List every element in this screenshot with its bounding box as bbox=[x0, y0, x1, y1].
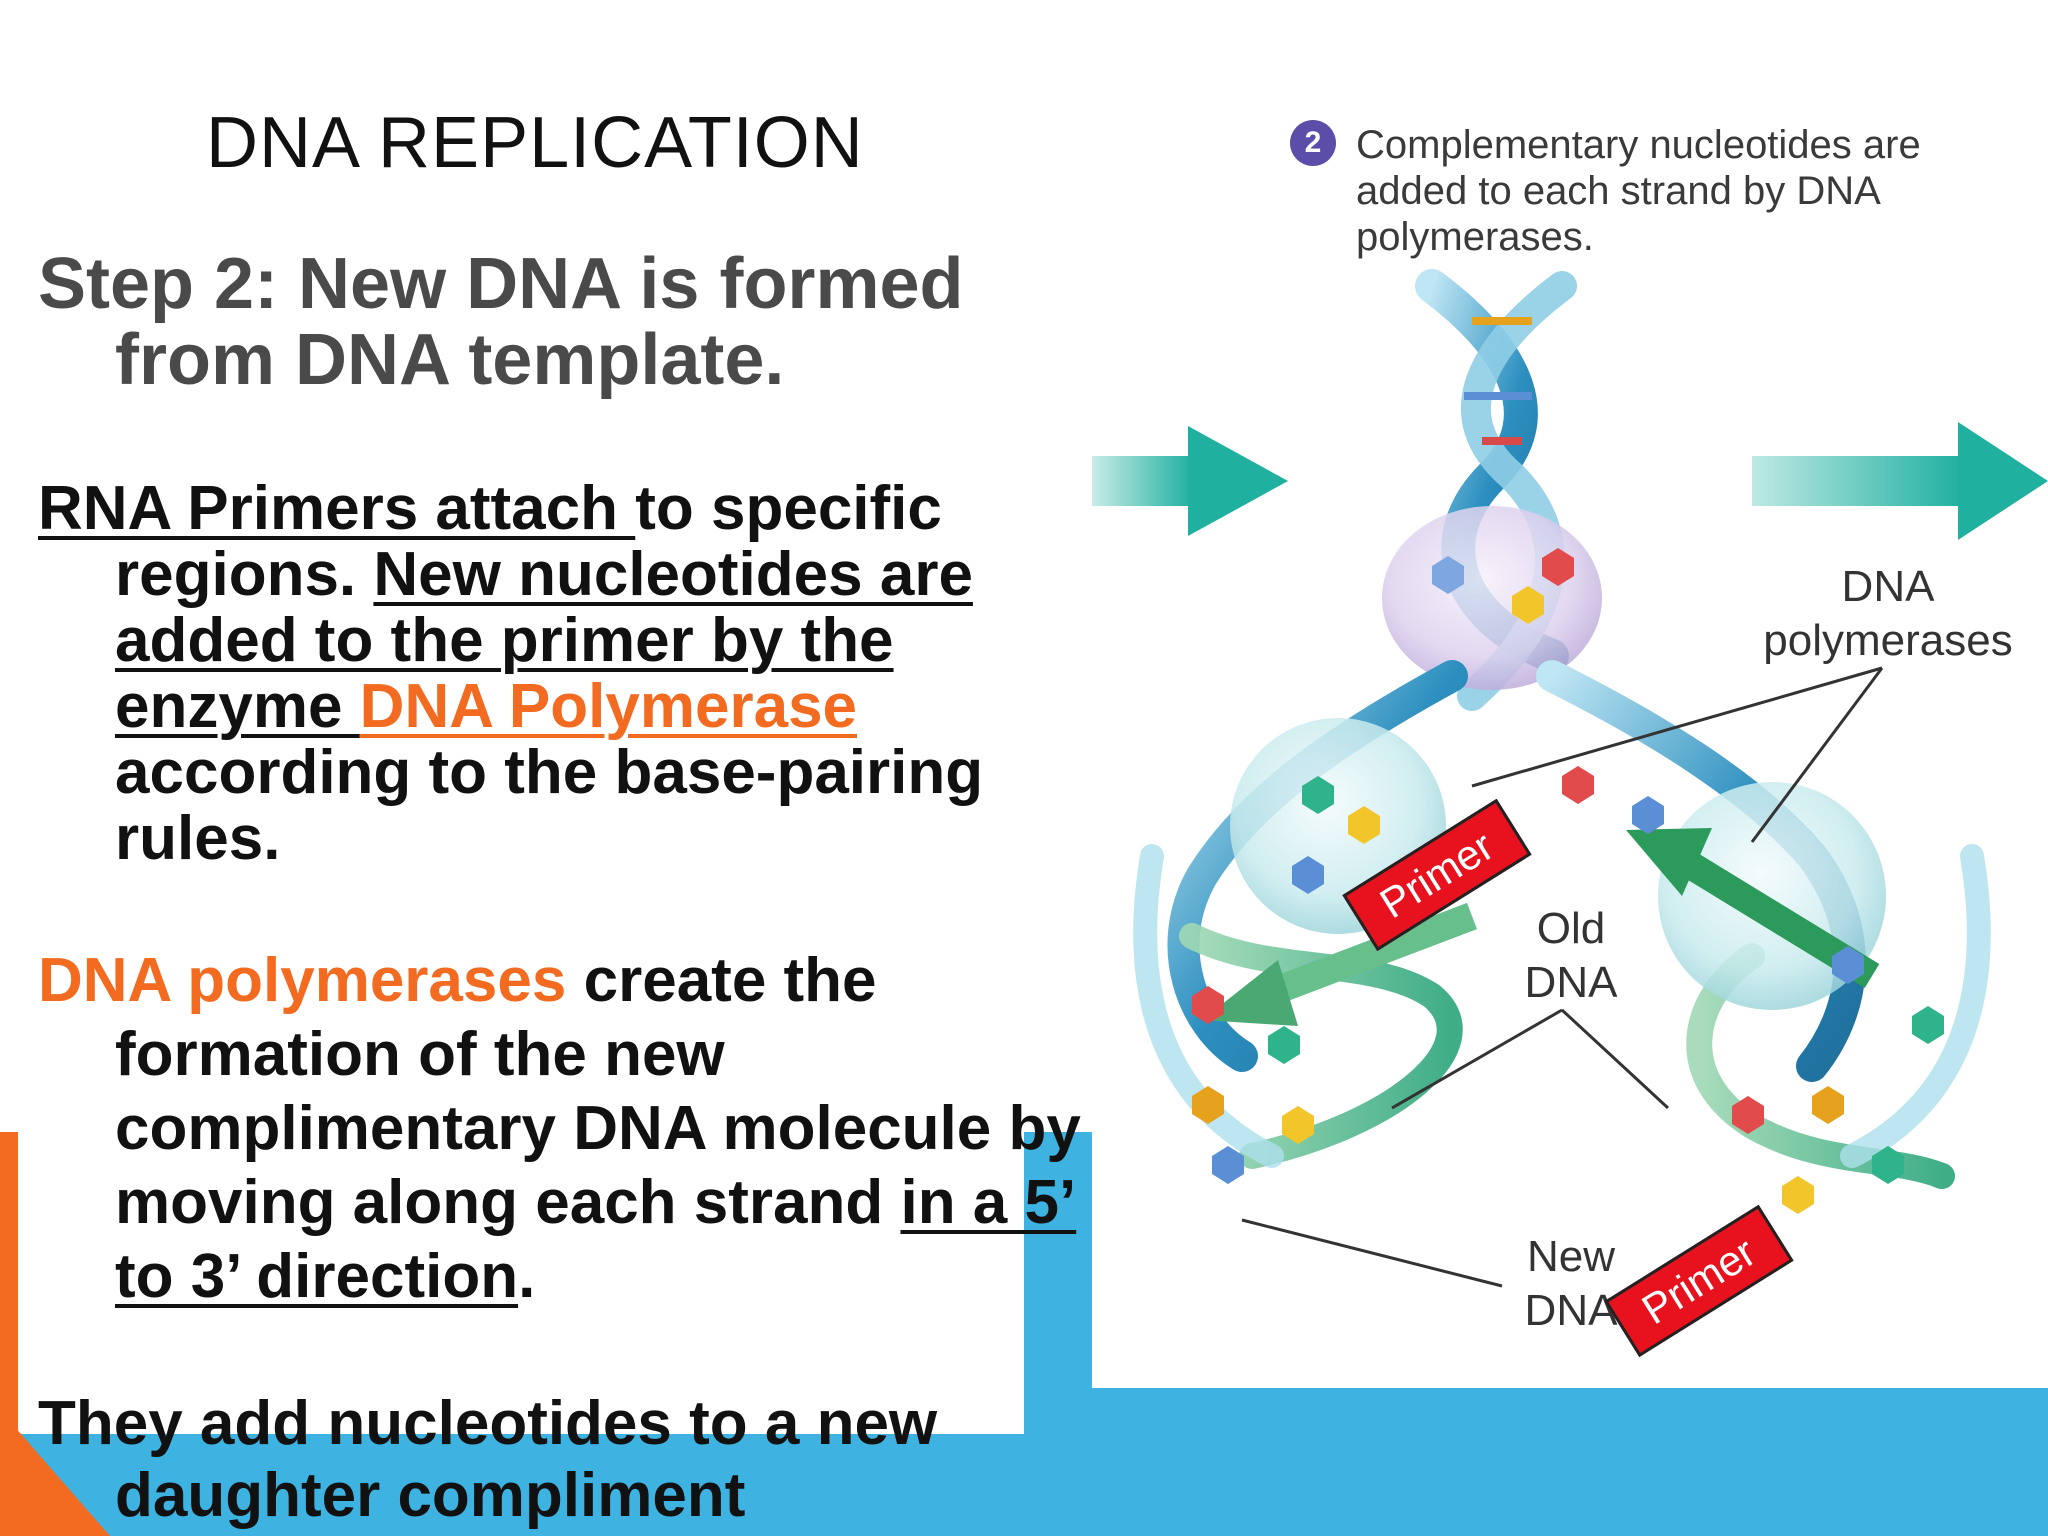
paragraph-add-nucleotides: They add nucleotides to a new daughter c… bbox=[38, 1389, 938, 1530]
right-direction-arrow bbox=[1752, 422, 2048, 540]
helicase-bases bbox=[1432, 548, 1574, 624]
paragraph-polymerases: DNA polymerases create the formation of … bbox=[38, 944, 1105, 1314]
dna-polymerases-term: DNA polymerases bbox=[38, 946, 567, 1015]
new-nucleotides-text: New nucleotides are added to the primer … bbox=[115, 540, 973, 741]
label-leader-lines bbox=[1241, 666, 1884, 1288]
orange-corner-triangle bbox=[0, 1410, 110, 1536]
dna-polymerase-term: DNA Polymerase bbox=[359, 672, 858, 741]
step-heading: Step 2: New DNA is formed from DNA templ… bbox=[38, 244, 964, 400]
dna-polymerases-label: DNA polymerases bbox=[1763, 562, 2013, 665]
slide-title: DNA REPLICATION bbox=[206, 103, 864, 183]
new-dna-label: New DNA bbox=[1524, 1232, 1618, 1335]
formation-text: create the formation of the new complime… bbox=[115, 946, 1081, 1237]
synthesis-arrow-left bbox=[1202, 902, 1477, 1026]
dna-helix-illustration bbox=[1092, 269, 2048, 1288]
helicase-enzyme bbox=[1382, 506, 1602, 690]
left-direction-arrow bbox=[1092, 426, 1288, 536]
orange-accent-strip bbox=[0, 1132, 18, 1432]
step-number-badge: 2 bbox=[1290, 120, 1336, 166]
direction-text: in a 5’ to 3’ direction bbox=[115, 1168, 1077, 1311]
old-dna-label: Old DNA bbox=[1524, 904, 1618, 1007]
dna-replication-figure: 2 Complementary nucleotides are added to… bbox=[1092, 96, 2048, 1388]
blue-bottom-band bbox=[0, 1434, 2048, 1536]
nucleotide-bases bbox=[1192, 766, 1944, 1214]
paragraph-primers: RNA Primers attach to specific regions. … bbox=[38, 476, 1105, 872]
figure-caption: Complementary nucleotides are added to e… bbox=[1356, 123, 1921, 259]
specific-regions-text: to specific regions. bbox=[115, 474, 942, 609]
period-text: . bbox=[518, 1242, 536, 1311]
base-pairing-text: according to the base-pairing rules. bbox=[115, 738, 984, 873]
rna-primers-text: RNA Primers attach bbox=[38, 474, 636, 543]
text-panel: DNA REPLICATION Step 2: New DNA is forme… bbox=[38, 103, 1081, 1530]
